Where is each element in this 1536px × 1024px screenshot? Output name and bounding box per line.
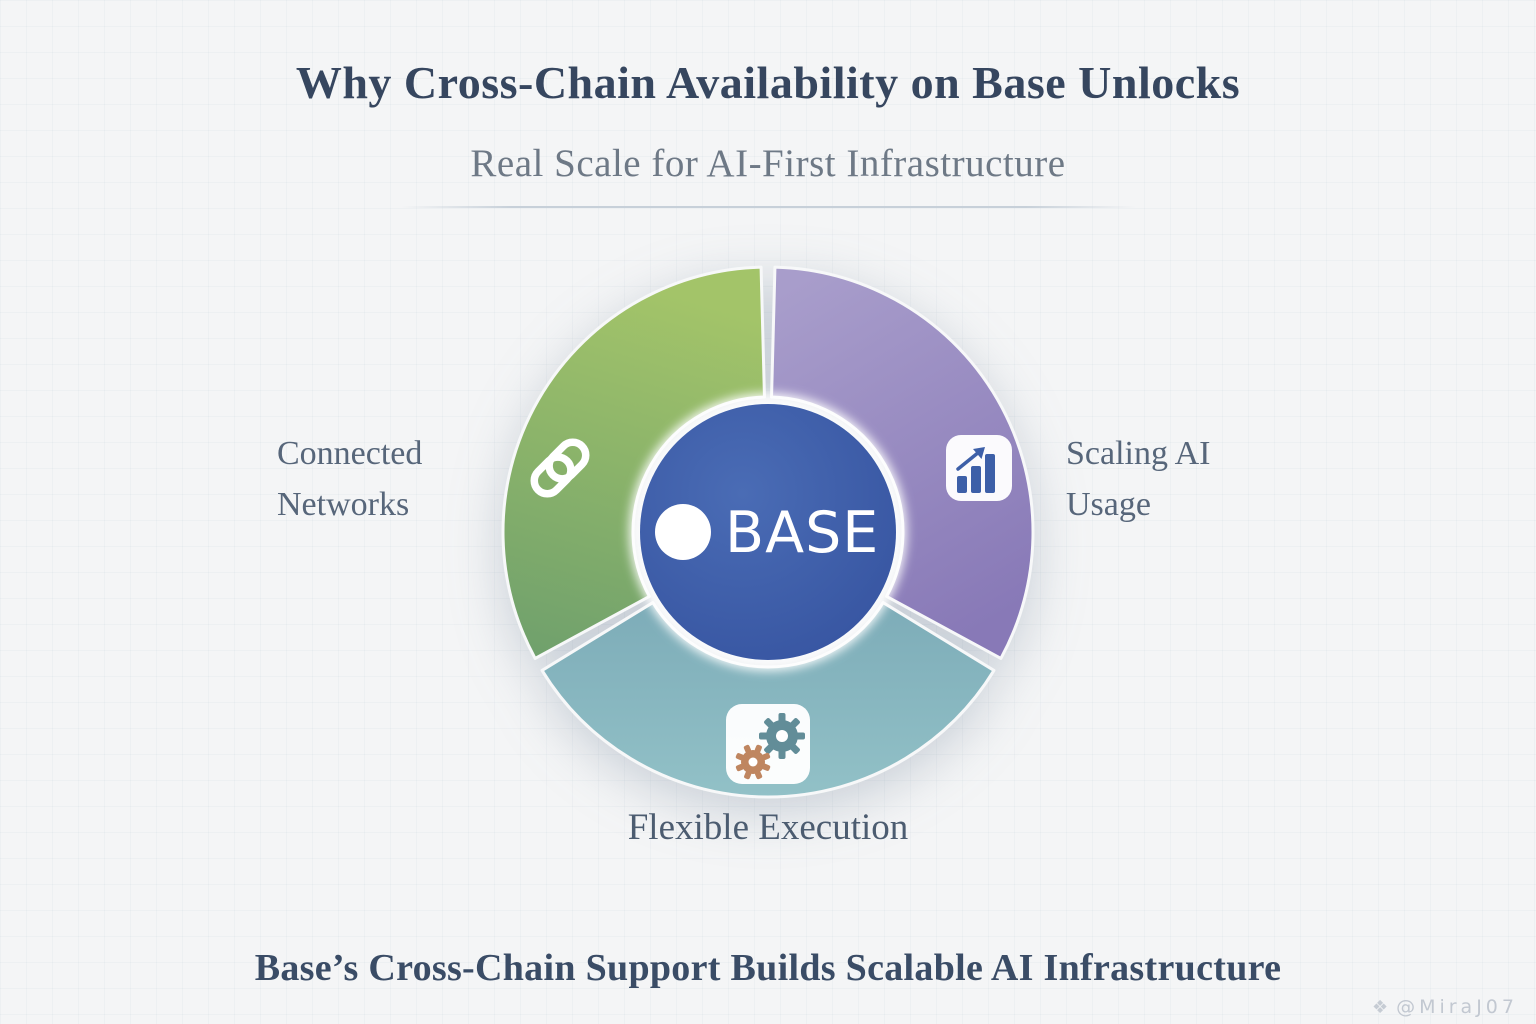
gears-icon: [726, 704, 810, 784]
caption-text: Base’s Cross-Chain Support Builds Scalab…: [254, 947, 1282, 989]
watermark-handle: @MiraJ07: [1396, 996, 1518, 1018]
title-divider: [400, 206, 1136, 208]
label-flexible-execution: Flexible Execution: [627, 807, 909, 848]
watermark: ❖ @MiraJ07: [1372, 996, 1518, 1018]
center-label: BASE: [725, 500, 879, 566]
label-scaling-ai-usage: Scaling AI Usage: [1066, 435, 1211, 523]
diamond-logo-icon: ❖: [1371, 996, 1389, 1018]
title-block: Why Cross-Chain Availability on Base Unl…: [0, 56, 1536, 208]
chain-link-icon: [530, 438, 590, 498]
donut-diagram: BASE: [501, 265, 1035, 799]
label-connected-networks: Connected Networks: [277, 435, 423, 523]
base-circle-logo-icon: [655, 504, 711, 560]
page-title: Why Cross-Chain Availability on Base Unl…: [295, 57, 1241, 108]
center-hub: [640, 404, 896, 660]
page-subtitle: Real Scale for AI-First Infrastructure: [470, 142, 1066, 185]
bar-chart-icon: [946, 435, 1012, 501]
